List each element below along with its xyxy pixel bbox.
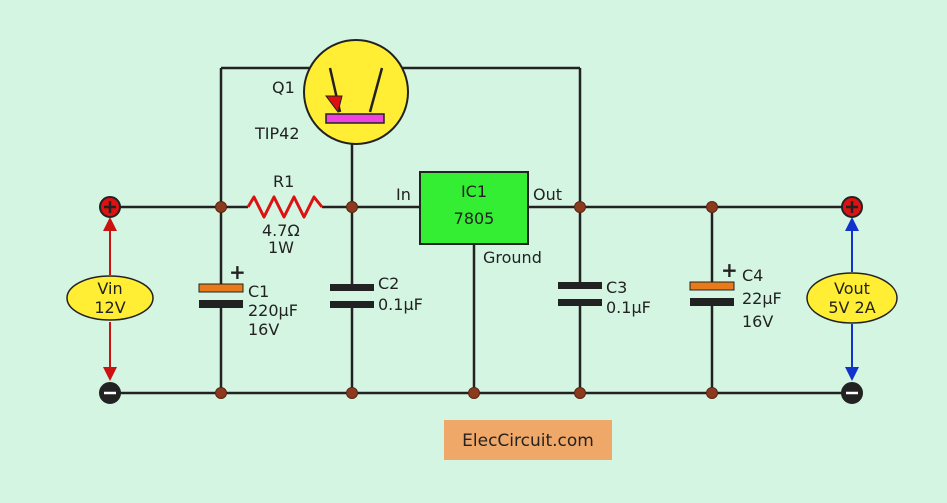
junction-node	[215, 201, 227, 213]
regulator-body	[419, 171, 529, 245]
minus-terminal-icon	[99, 382, 121, 404]
input-value: 12V	[94, 298, 125, 317]
resistor-r1: R1 4.7Ω 1W	[246, 172, 324, 257]
capacitor-c4-positive-plate	[689, 281, 735, 291]
transistor-part: TIP42	[254, 124, 300, 143]
regulator-ic1: IC1 7805 In Out Ground	[396, 171, 562, 267]
regulator-part: 7805	[454, 209, 495, 228]
resistor-value: 4.7Ω	[262, 221, 300, 240]
capacitor-c3-plate-top	[558, 282, 602, 289]
capacitor-c3-plate-bottom	[558, 299, 602, 306]
input-terminals	[99, 196, 121, 404]
capacitor-c4-value: 22µF	[742, 289, 782, 308]
capacitor-c4-plus: +	[721, 258, 738, 282]
regulator-ref: IC1	[461, 182, 487, 201]
watermark-box	[444, 420, 612, 460]
capacitor-c1: + C1 220µF 16V	[198, 260, 298, 339]
capacitor-c1-negative-plate	[199, 300, 243, 308]
capacitor-c1-positive-plate	[198, 283, 244, 293]
capacitor-c4-ref: C4	[742, 266, 763, 285]
output-value: 5V 2A	[828, 298, 875, 317]
capacitor-c1-ref: C1	[248, 282, 269, 301]
capacitor-c4-voltage: 16V	[742, 312, 773, 331]
input-voltage-indicator: Vin 12V	[66, 217, 154, 381]
output-voltage-indicator: Vout 5V 2A	[806, 217, 898, 381]
capacitor-c1-voltage: 16V	[248, 320, 279, 339]
plus-terminal-icon	[841, 196, 863, 218]
junction-node	[706, 201, 718, 213]
capacitor-c2-plate-top	[330, 284, 374, 291]
junction-nodes	[215, 201, 718, 399]
junction-node	[346, 387, 358, 399]
output-label: Vout	[834, 279, 870, 298]
regulator-pin-out: Out	[533, 185, 562, 204]
transistor-base-bar	[325, 113, 385, 124]
transistor-ref: Q1	[272, 78, 295, 97]
regulator-pin-ground: Ground	[483, 248, 542, 267]
resistor-zigzag	[246, 195, 324, 219]
input-badge	[66, 275, 154, 321]
emitter-arrow-icon	[325, 95, 343, 114]
capacitor-c2: C2 0.1µF	[330, 274, 423, 314]
output-badge	[806, 272, 898, 324]
capacitor-c1-plus: +	[229, 260, 246, 284]
junction-node	[468, 387, 480, 399]
capacitor-c2-plate-bottom	[330, 301, 374, 308]
transistor-q1: Q1 TIP42	[254, 39, 409, 145]
input-label: Vin	[97, 279, 122, 298]
capacitor-c2-ref: C2	[378, 274, 399, 293]
capacitor-c4: + C4 22µF 16V	[689, 258, 782, 331]
capacitor-c3-value: 0.1µF	[606, 298, 651, 317]
regulator-pin-in: In	[396, 185, 411, 204]
minus-terminal-icon	[841, 382, 863, 404]
transistor-body	[303, 39, 409, 145]
watermark-text: ElecCircuit.com	[462, 431, 594, 451]
output-terminals	[841, 196, 863, 404]
capacitor-c3-ref: C3	[606, 278, 627, 297]
junction-node	[215, 387, 227, 399]
capacitor-c2-value: 0.1µF	[378, 295, 423, 314]
resistor-ref: R1	[273, 172, 294, 191]
junction-node	[574, 387, 586, 399]
resistor-power: 1W	[268, 238, 294, 257]
junction-node	[346, 201, 358, 213]
junction-node	[706, 387, 718, 399]
junction-node	[574, 201, 586, 213]
capacitor-c4-negative-plate	[690, 298, 734, 306]
watermark: ElecCircuit.com	[444, 420, 612, 460]
plus-terminal-icon	[99, 196, 121, 218]
capacitor-c1-value: 220µF	[248, 301, 298, 320]
capacitor-c3: C3 0.1µF	[558, 278, 651, 317]
